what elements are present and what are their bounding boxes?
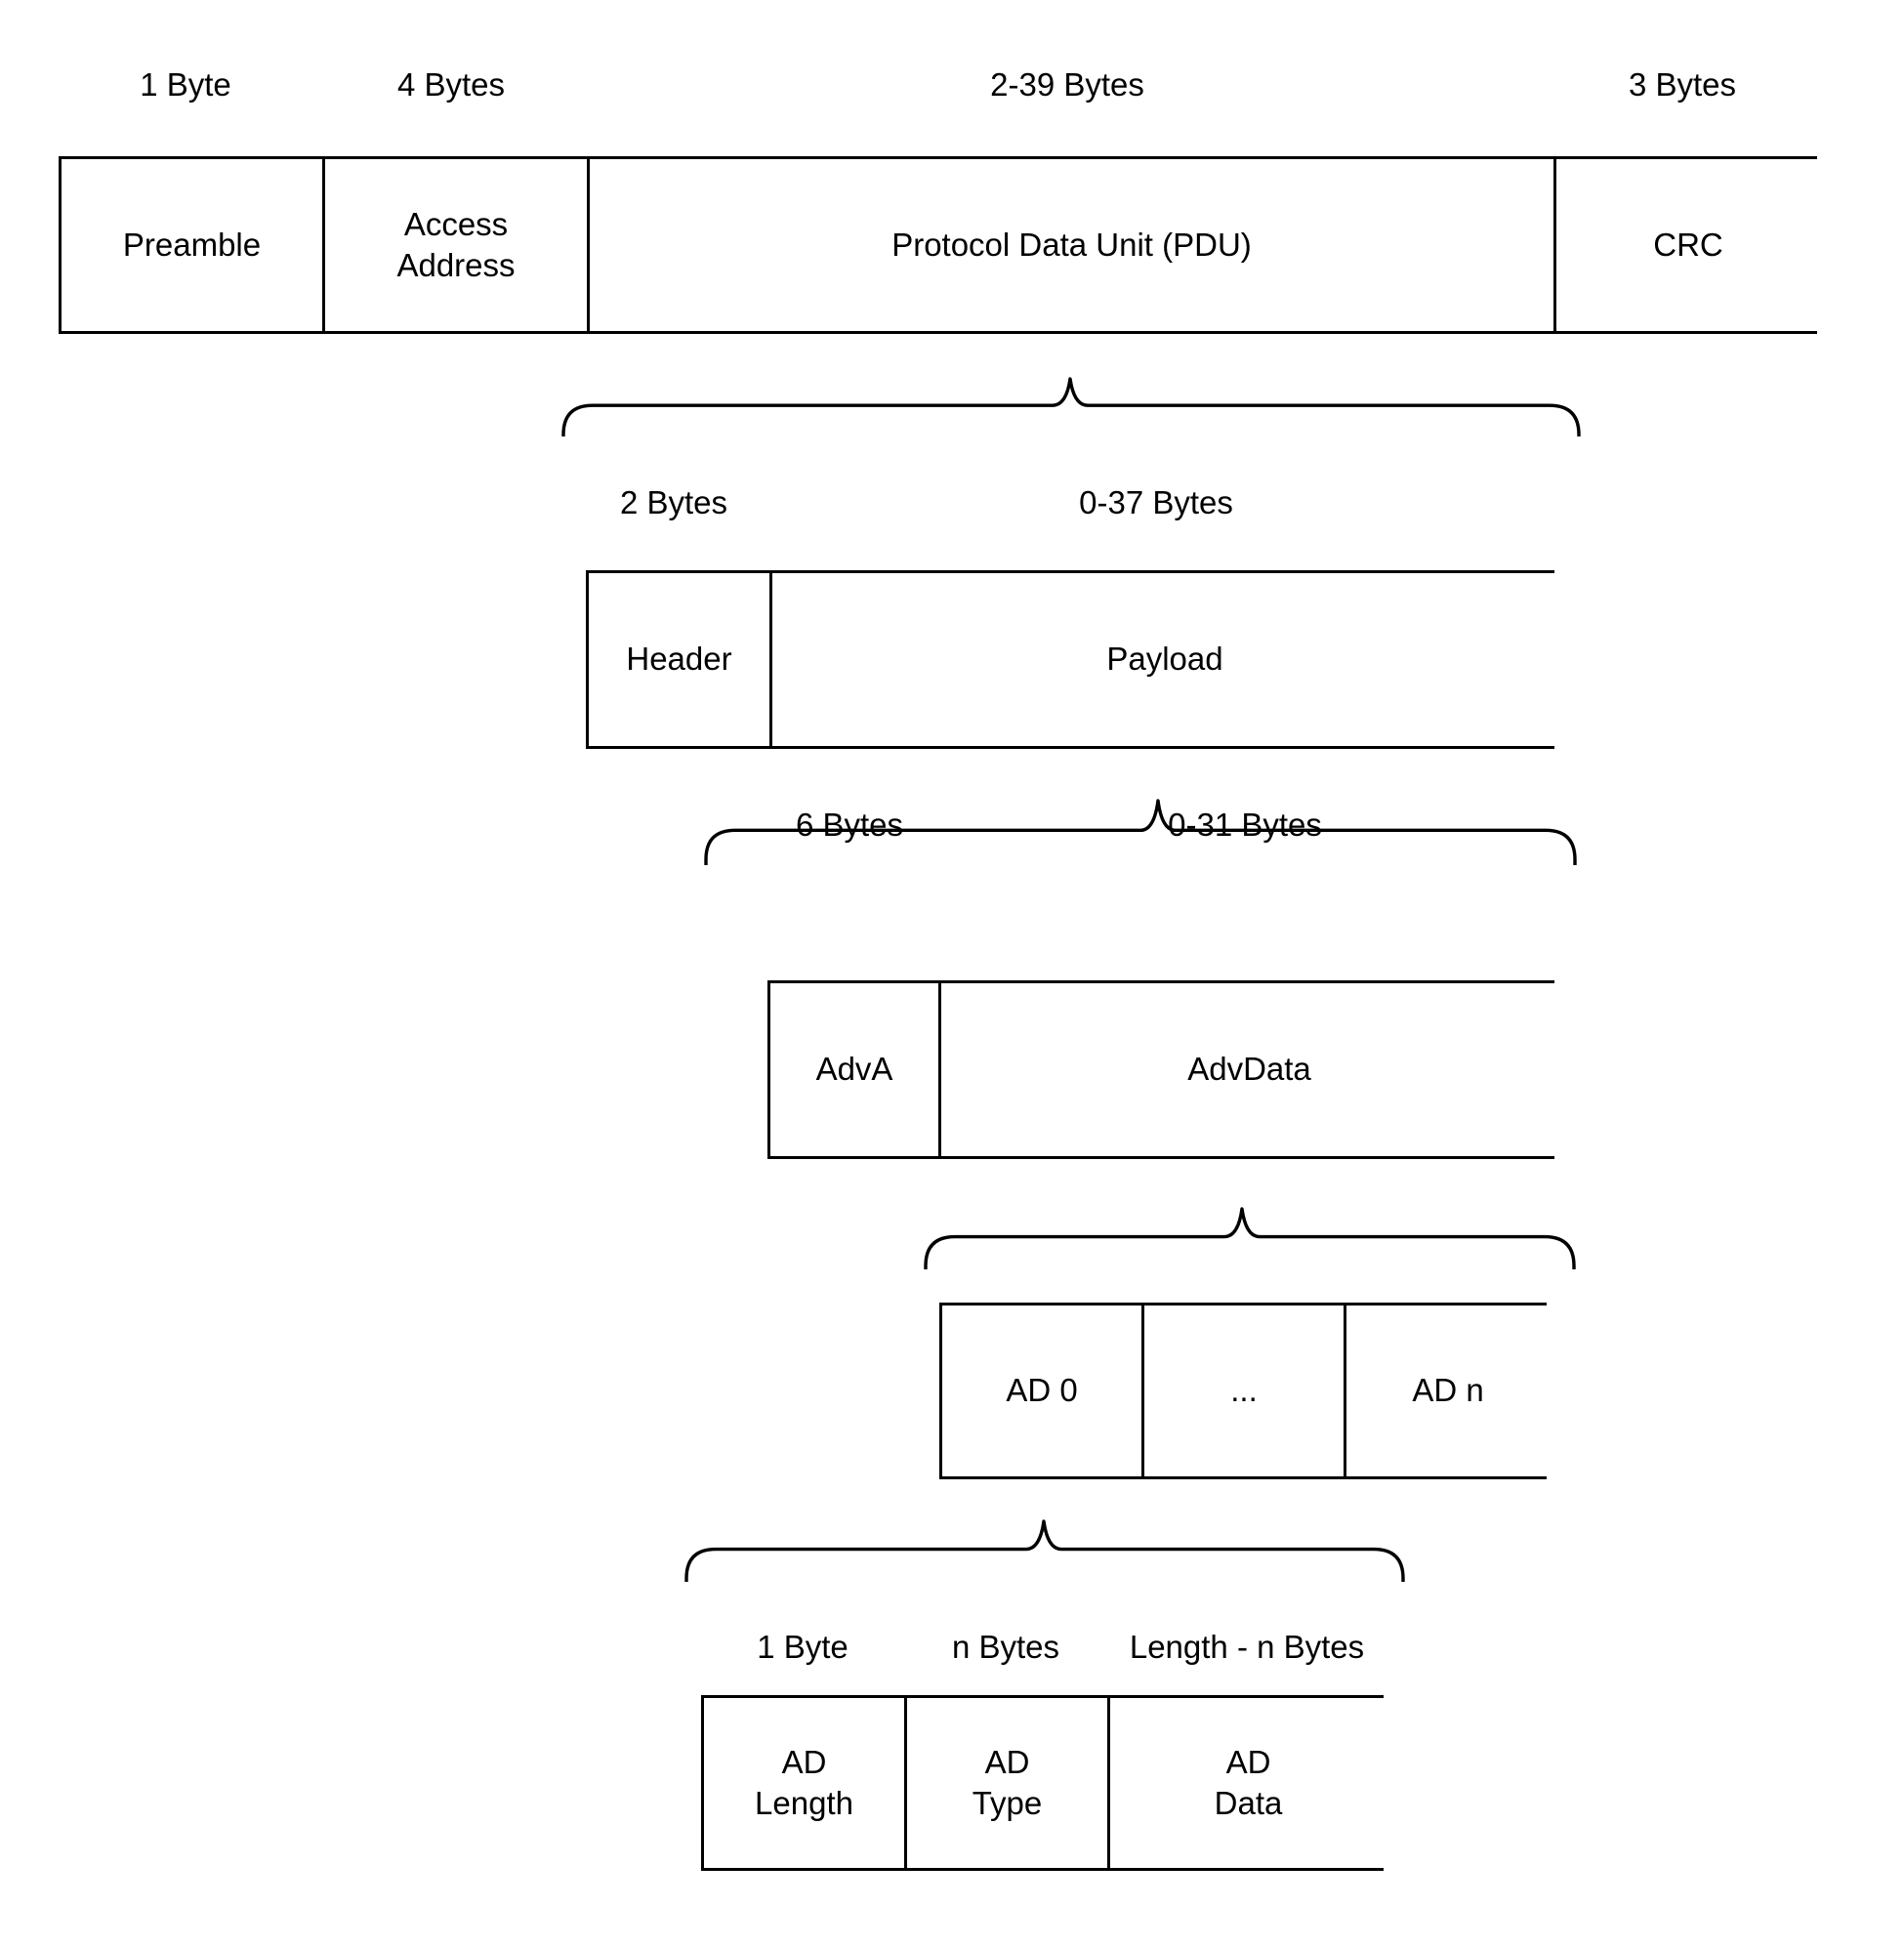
brace-payload: [700, 795, 1581, 871]
field-cell-payload-1: AdvData: [941, 983, 1557, 1156]
field-cell-link-layer-packet-2: Protocol Data Unit (PDU): [590, 159, 1556, 331]
field-cell-pdu-1: Payload: [772, 573, 1557, 746]
field-cell-payload-0: AdvA: [770, 983, 941, 1156]
field-cell-ad-structure-2: AD Data: [1110, 1698, 1387, 1868]
brace-advdata: [920, 1203, 1580, 1275]
size-label-link-layer-packet-0: 1 Byte: [140, 66, 231, 103]
size-label-link-layer-packet-3: 3 Bytes: [1628, 66, 1737, 103]
field-cell-advdata-2: AD n: [1346, 1306, 1550, 1476]
field-cell-link-layer-packet-0: Preamble: [62, 159, 325, 331]
size-label-link-layer-packet-1: 4 Bytes: [396, 66, 506, 103]
field-row-advdata: AD 0...AD n: [939, 1303, 1550, 1479]
field-cell-link-layer-packet-3: CRC: [1556, 159, 1820, 331]
field-cell-ad-structure-0: AD Length: [704, 1698, 907, 1868]
size-label-payload-1: 0-31 Bytes: [1168, 807, 1322, 843]
size-label-ad-structure-2: Length - n Bytes: [1129, 1629, 1365, 1665]
size-label-ad-structure-1: n Bytes: [951, 1629, 1060, 1665]
field-cell-advdata-1: ...: [1144, 1306, 1346, 1476]
size-label-pdu-1: 0-37 Bytes: [1079, 484, 1233, 520]
size-label-ad-structure-0: 1 Byte: [757, 1629, 849, 1665]
size-label-link-layer-packet-2: 2-39 Bytes: [990, 66, 1144, 103]
field-cell-ad-structure-1: AD Type: [907, 1698, 1110, 1868]
brace-pdu: [558, 373, 1585, 442]
size-label-pdu-0: 2 Bytes: [619, 484, 728, 520]
brace-ad: [681, 1515, 1409, 1588]
size-label-payload-0: 6 Bytes: [795, 807, 904, 843]
field-cell-pdu-0: Header: [589, 573, 772, 746]
field-cell-advdata-0: AD 0: [942, 1306, 1144, 1476]
field-cell-link-layer-packet-1: Access Address: [325, 159, 590, 331]
